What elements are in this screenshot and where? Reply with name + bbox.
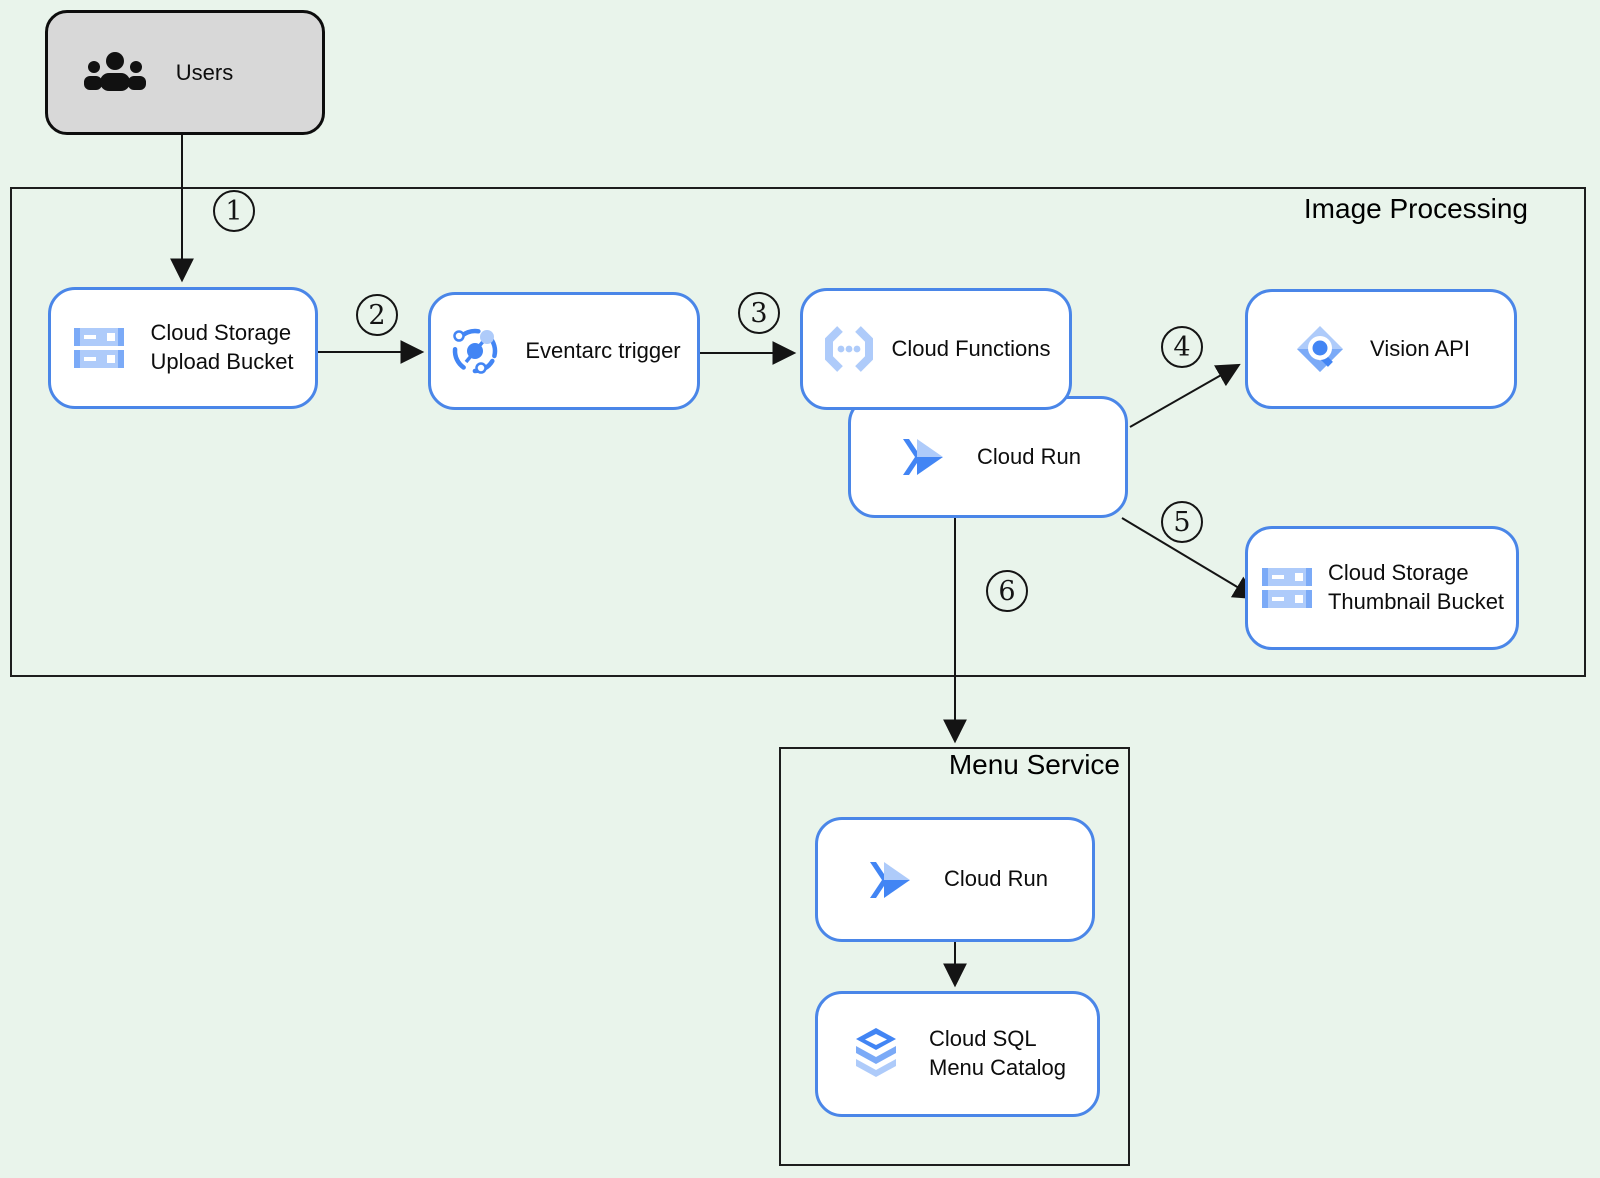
- step-1-badge: 1: [213, 190, 255, 232]
- cloud-run-menu-node: Cloud Run: [815, 817, 1095, 942]
- node-label: Vision API: [1370, 335, 1470, 364]
- menu-service-label: Menu Service: [948, 749, 1120, 780]
- cloud-run-image-node: Cloud Run: [848, 396, 1128, 518]
- cloud-functions-icon: [824, 326, 873, 372]
- cloud-run-icon: [903, 439, 944, 475]
- node-label: Cloud Functions: [892, 335, 1051, 364]
- arrow-run-to-vision: [1129, 363, 1241, 428]
- people-icon: [83, 51, 146, 91]
- node-label: Eventarc trigger: [525, 337, 680, 366]
- node-label-line2: Menu Catalog: [929, 1055, 1066, 1080]
- cloud-sql-icon: [856, 1028, 896, 1077]
- step-5-badge: 5: [1161, 501, 1203, 543]
- node-label: Cloud SQL Menu Catalog: [929, 1025, 1066, 1082]
- node-label-line1: Cloud Run: [977, 443, 1081, 469]
- node-label: Cloud Storage Upload Bucket: [150, 319, 293, 376]
- arrow-run-to-thumbnail: [1121, 517, 1258, 600]
- cloud-functions-node: Cloud Functions: [800, 288, 1072, 410]
- vision-api-icon: [1297, 326, 1344, 372]
- node-label: Cloud Storage Thumbnail Bucket: [1328, 559, 1504, 616]
- eventarc-icon: [453, 328, 498, 374]
- image-processing-label: Image Processing: [1303, 193, 1528, 224]
- node-label-line2: Thumbnail Bucket: [1327, 589, 1505, 614]
- node-label: Cloud Run: [944, 865, 1048, 894]
- menu-service-container: Menu Service: [779, 747, 1130, 1166]
- users-label: Users: [175, 59, 234, 85]
- step-6-badge: 6: [986, 570, 1028, 612]
- step-4-badge: 4: [1161, 326, 1203, 368]
- vision-api-node: Vision API: [1245, 289, 1517, 409]
- cloud-run-icon: [870, 861, 911, 898]
- cloud-storage-icon: [74, 328, 125, 368]
- node-label-line1: Cloud Storage: [150, 320, 292, 346]
- node-label-line1: Vision API: [1370, 335, 1470, 361]
- node-label-line1: Cloud Run: [944, 866, 1048, 892]
- node-label-line2: Upload Bucket: [150, 349, 294, 374]
- node-label-line1: Cloud Storage: [1327, 560, 1469, 586]
- node-label-line1: Cloud SQL: [929, 1026, 1037, 1052]
- cloud-storage-upload-bucket-node: Cloud Storage Upload Bucket: [48, 287, 318, 409]
- cloud-storage-icon: [1261, 568, 1312, 608]
- cloud-sql-menu-catalog-node: Cloud SQL Menu Catalog: [815, 991, 1100, 1117]
- eventarc-trigger-node: Eventarc trigger: [428, 292, 700, 410]
- image-processing-container: Image Processing: [10, 187, 1586, 677]
- step-2-badge: 2: [356, 294, 398, 336]
- cloud-storage-thumbnail-bucket-node: Cloud Storage Thumbnail Bucket: [1245, 526, 1519, 650]
- node-label-line1: Cloud Functions: [891, 335, 1051, 361]
- users-node: Users: [45, 10, 325, 135]
- step-3-badge: 3: [738, 292, 780, 334]
- node-label: Cloud Run: [977, 443, 1081, 472]
- node-label-line1: Eventarc trigger: [525, 337, 681, 363]
